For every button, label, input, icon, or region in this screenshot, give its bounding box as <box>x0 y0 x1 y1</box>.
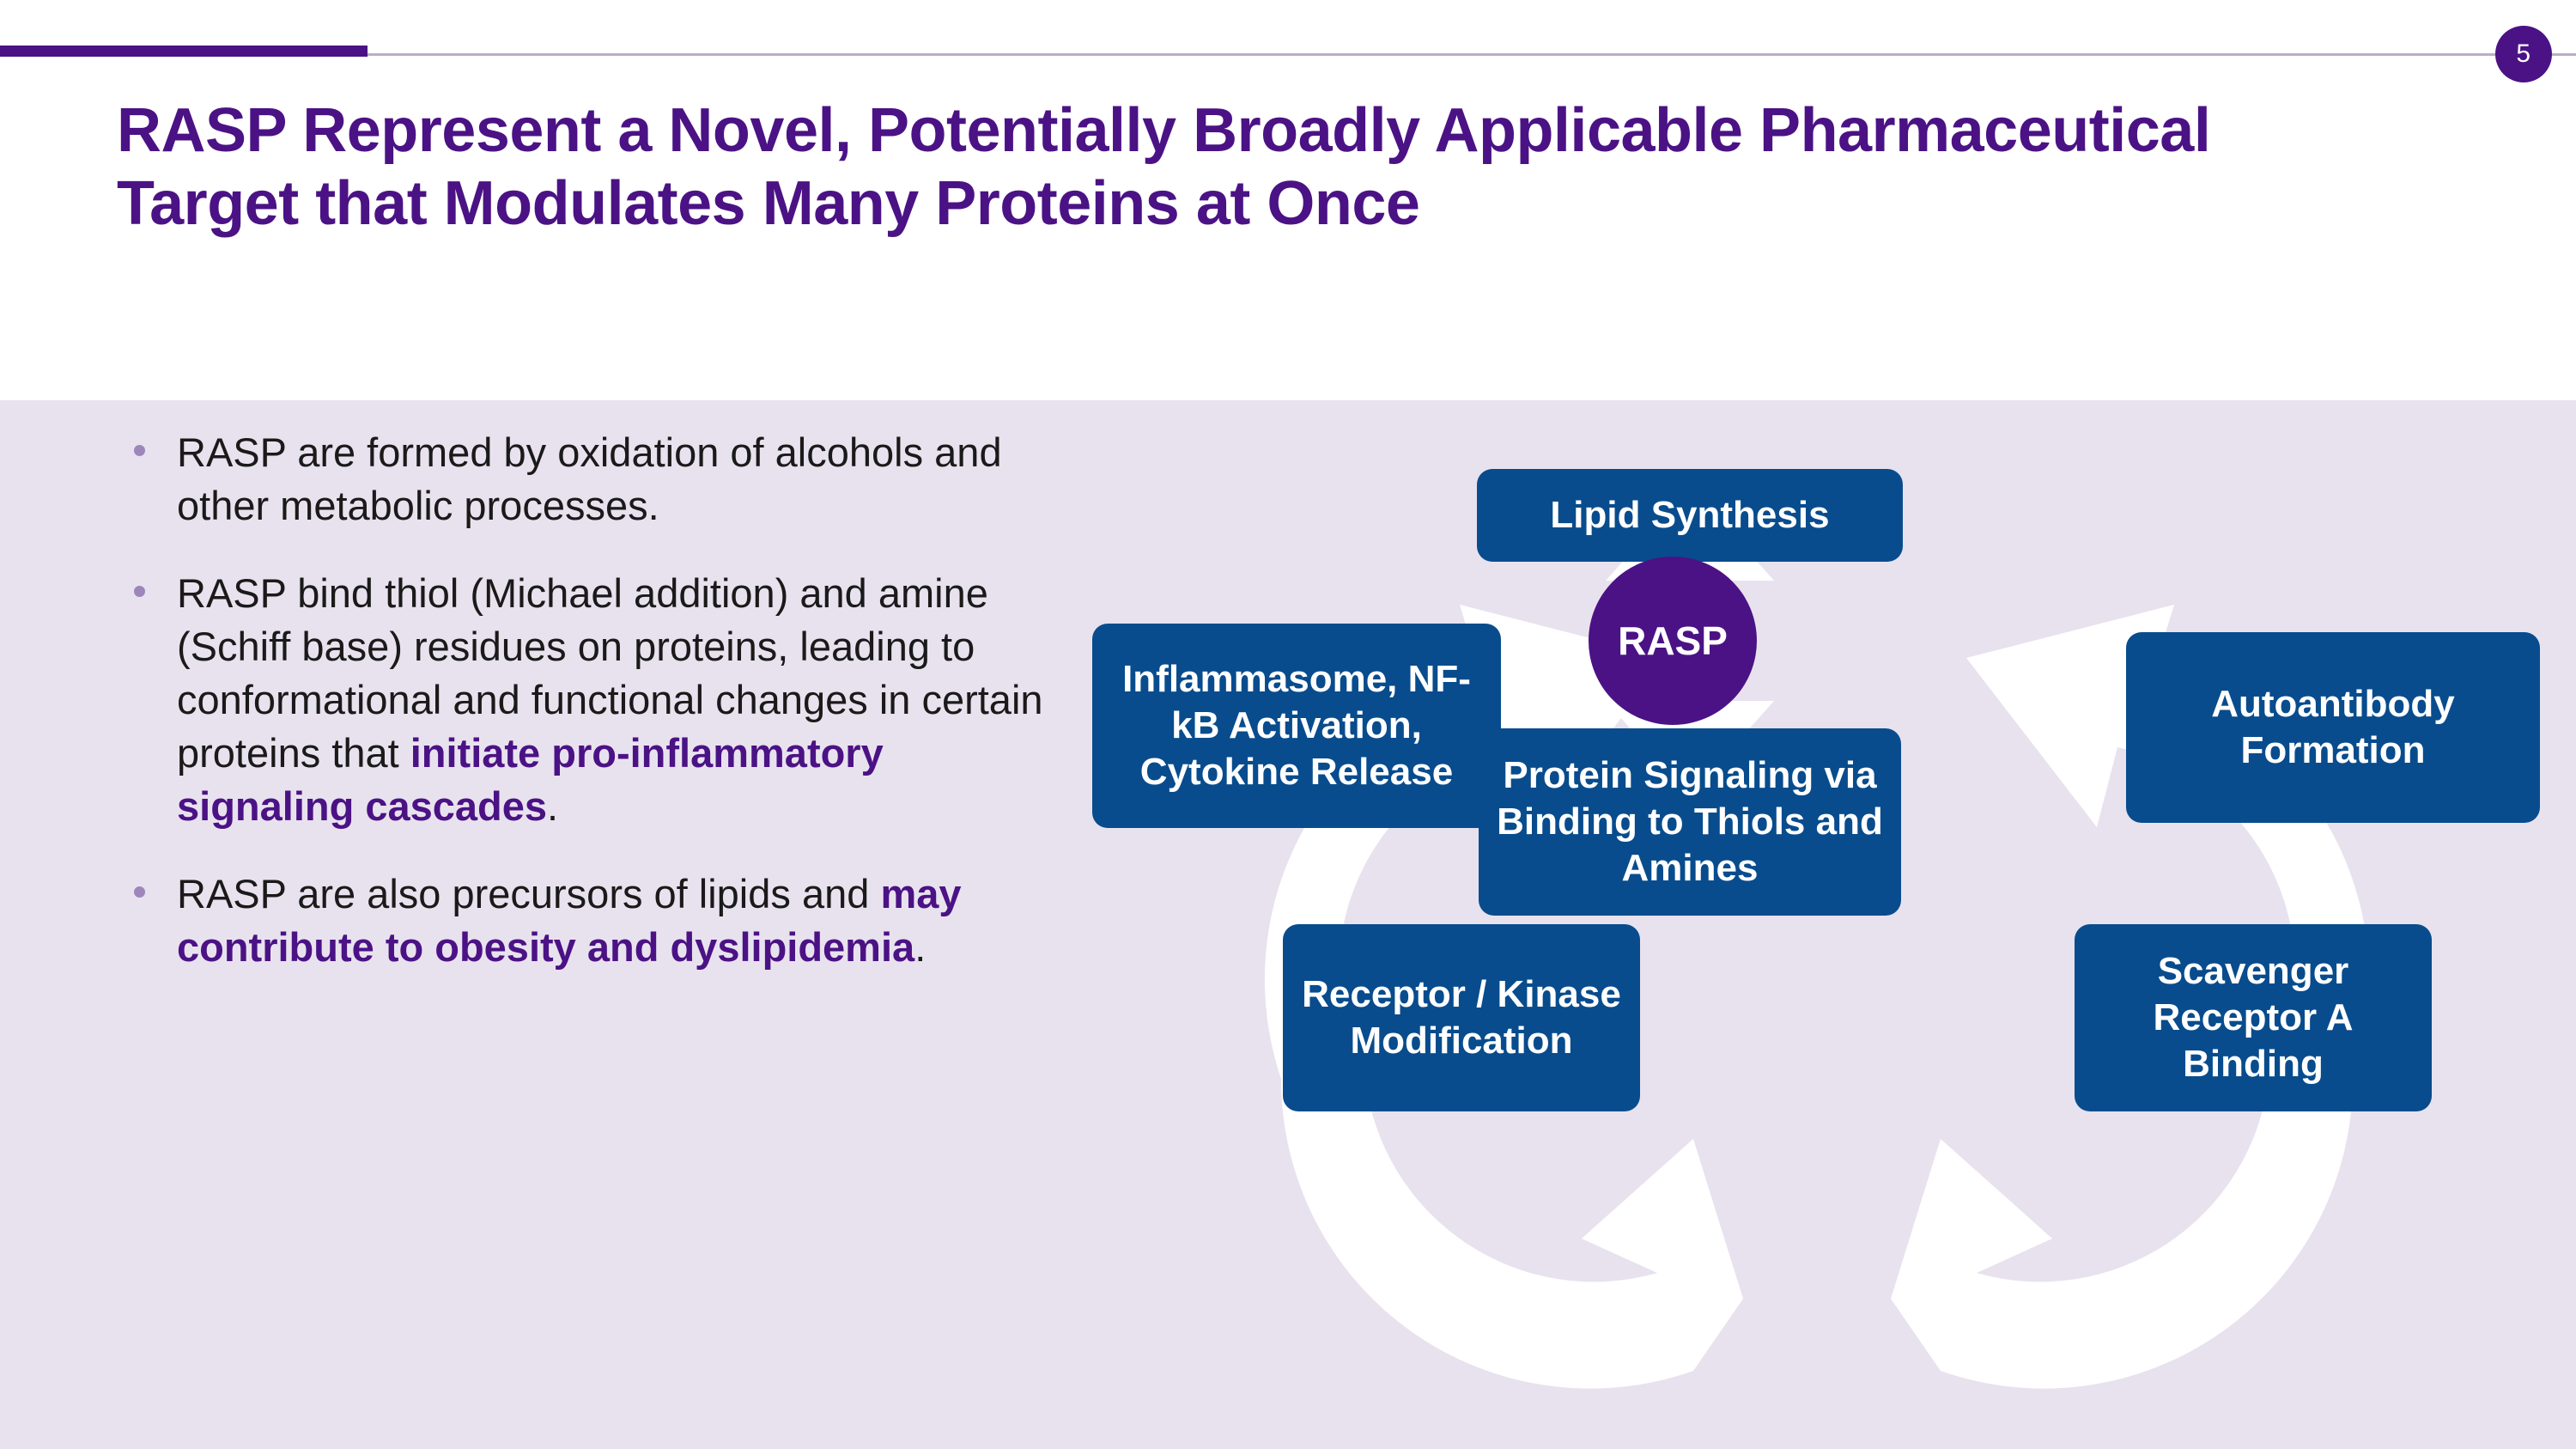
header-rule-thin <box>0 53 2576 56</box>
node-autoantibody-formation: Autoantibody Formation <box>2126 632 2540 823</box>
node-scavenger-receptor-a-binding: Scavenger Receptor A Binding <box>2075 924 2432 1111</box>
page-number-badge: 5 <box>2495 26 2552 82</box>
arrow-right-lower <box>1891 1079 2354 1389</box>
bullet-text-3b: . <box>914 924 927 971</box>
bullet-text-1: RASP are formed by oxidation of alcohols… <box>177 429 1002 529</box>
page-title: RASP Represent a Novel, Potentially Broa… <box>117 96 2211 238</box>
arrow-right-upper <box>1966 605 2370 1079</box>
bullet-text-2b: . <box>547 783 559 830</box>
list-item: RASP are also precursors of lipids and m… <box>112 868 1048 974</box>
slide-body: RASP are formed by oxidation of alcohols… <box>0 400 2576 1449</box>
node-inflammasome: Inflammasome, NF-kB Activation, Cytokine… <box>1092 624 1501 828</box>
arrow-left-upper <box>1264 605 1668 1079</box>
bullet-text-2a: RASP bind thiol (Michael addition) and a… <box>177 570 1043 776</box>
bullet-dot-icon <box>134 445 145 456</box>
list-item: RASP bind thiol (Michael addition) and a… <box>112 567 1048 833</box>
list-item: RASP are formed by oxidation of alcohols… <box>112 426 1048 533</box>
bullet-list: RASP are formed by oxidation of alcohols… <box>112 426 1048 1008</box>
header-rule-accent <box>0 46 368 57</box>
bullet-dot-icon <box>134 886 145 898</box>
rasp-center-node: RASP <box>1589 557 1757 725</box>
node-lipid-synthesis: Lipid Synthesis <box>1477 469 1903 562</box>
bullet-highlight-3: may contribute to obesity and dyslipidem… <box>177 871 962 971</box>
bullet-text-3a: RASP are also precursors of lipids and <box>177 871 881 917</box>
slide-header: 5 RASP Represent a Novel, Potentially Br… <box>0 0 2576 400</box>
arrow-left-lower <box>1280 1079 1743 1389</box>
node-protein-signaling: Protein Signaling via Binding to Thiols … <box>1479 728 1901 916</box>
rasp-cycle-diagram: Lipid Synthesis Inflammasome, NF-kB Acti… <box>1056 400 2576 1449</box>
bullet-dot-icon <box>134 586 145 598</box>
node-receptor-kinase-modification: Receptor / Kinase Modification <box>1283 924 1640 1111</box>
bullet-highlight-2: initiate pro-inflammatory signaling casc… <box>177 730 884 830</box>
